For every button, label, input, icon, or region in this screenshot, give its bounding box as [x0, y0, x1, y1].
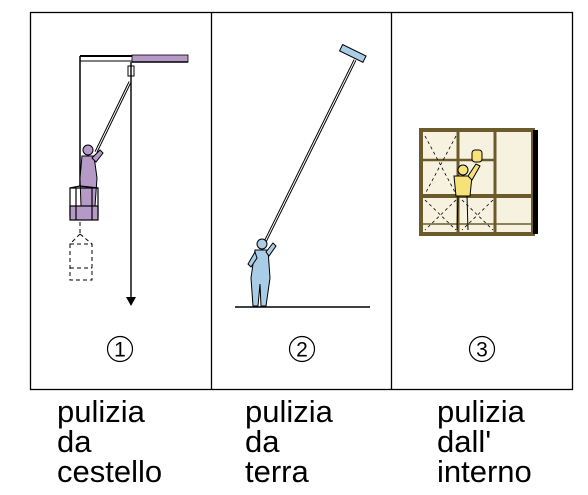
worker-figure-yellow — [453, 149, 483, 231]
down-arrow-icon — [126, 297, 136, 306]
panel-1-illustration — [69, 54, 189, 306]
panel-number-2: 2 — [288, 335, 316, 363]
caption-line: pulizia — [57, 394, 145, 429]
caption-panel-2: pulizia da terra — [245, 394, 333, 489]
panel-number-1: 1 — [106, 335, 134, 363]
caption-panel-1: pulizia da cestello — [57, 394, 163, 489]
panel-2-illustration — [235, 43, 370, 308]
svg-text:2: 2 — [296, 339, 308, 362]
basket-lower-position-dashed — [69, 222, 93, 281]
diagram-frame — [29, 11, 574, 391]
panel-3-illustration — [419, 128, 538, 236]
panel-number-3: 3 — [468, 335, 496, 363]
caption-line: interno — [437, 454, 532, 489]
svg-text:3: 3 — [476, 339, 488, 362]
caption-line: pulizia — [437, 394, 525, 429]
worker-figure-blue — [247, 238, 277, 307]
caption-line: da — [245, 424, 280, 459]
window-frame — [419, 128, 535, 236]
caption-line: dall' — [437, 424, 492, 459]
caption-line: cestello — [57, 454, 163, 489]
caption-line: da — [57, 424, 92, 459]
caption-line: terra — [245, 454, 309, 489]
basket — [69, 185, 99, 221]
svg-text:1: 1 — [114, 339, 126, 362]
squeegee-icon — [338, 43, 367, 63]
caption-line: pulizia — [245, 394, 333, 429]
worker-figure-purple — [79, 144, 104, 207]
caption-panel-3: pulizia dall' interno — [437, 394, 532, 489]
